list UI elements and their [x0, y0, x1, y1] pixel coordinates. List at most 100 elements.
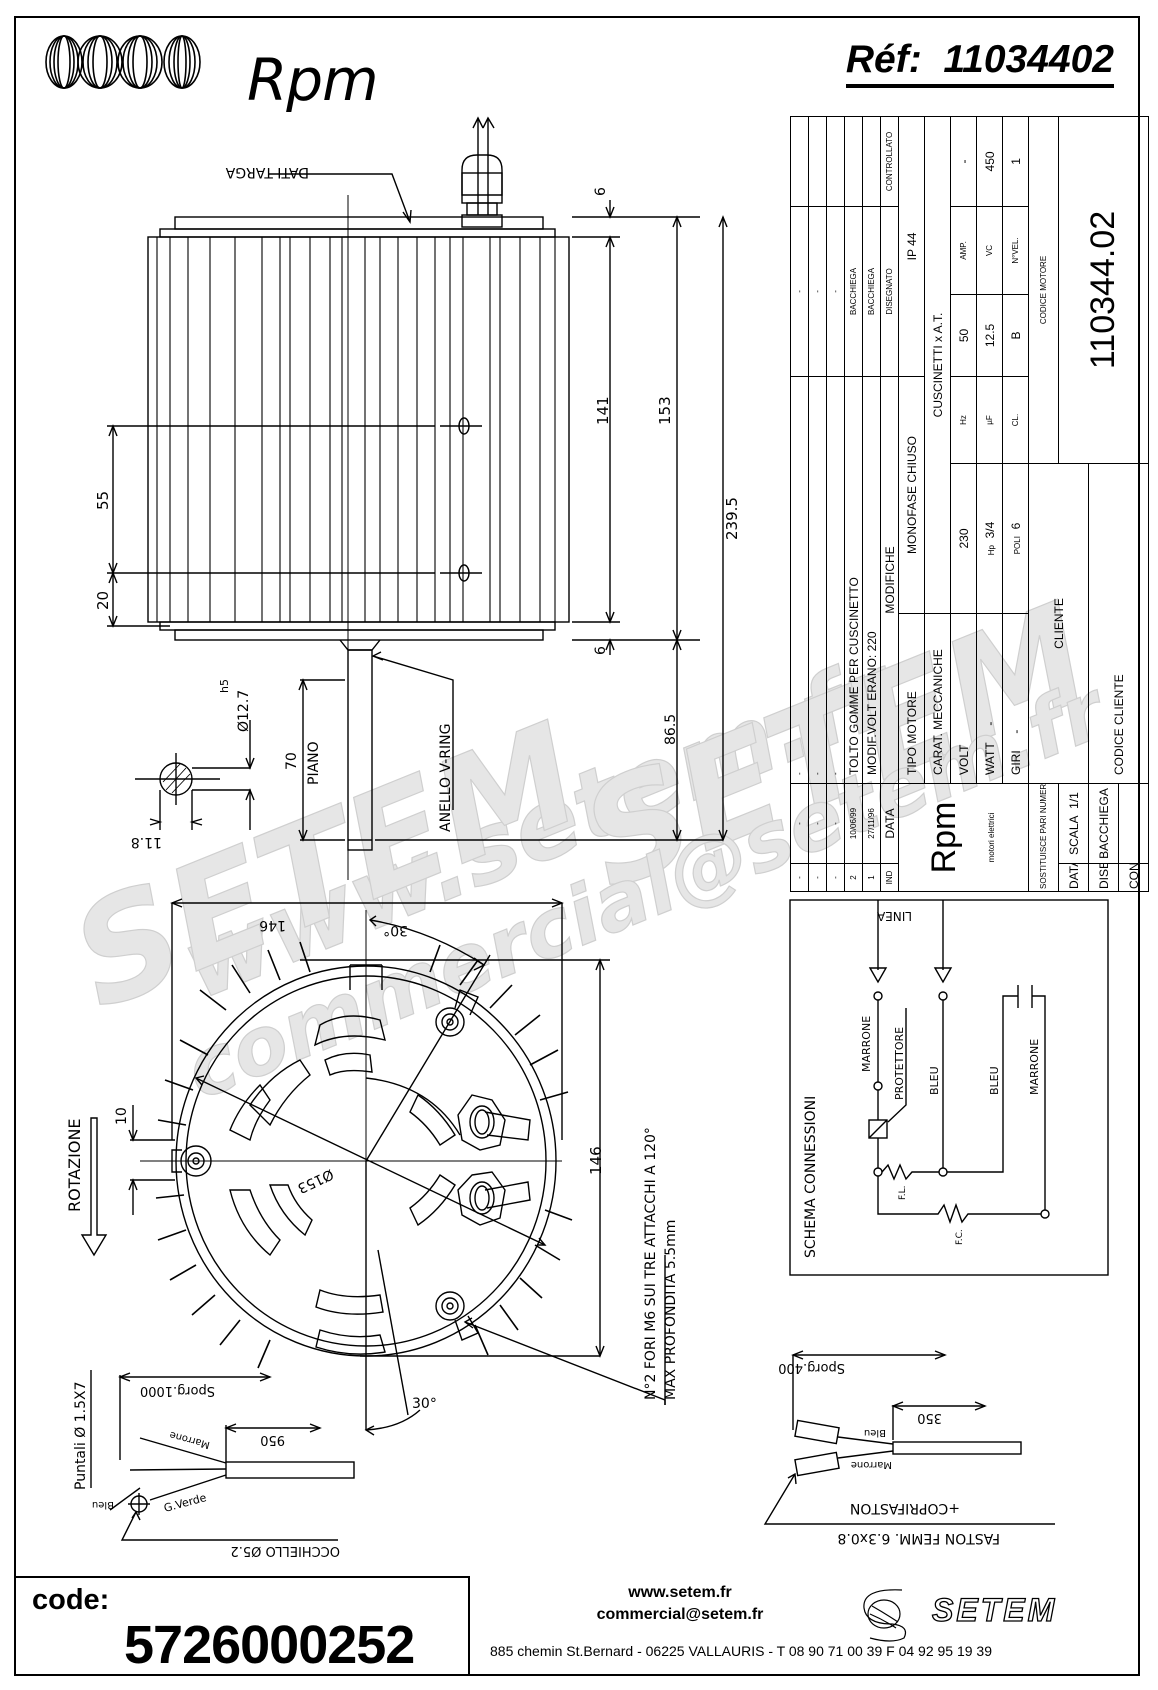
amp-label: AMP.: [950, 206, 977, 295]
protection-rating: IP 44: [898, 116, 925, 377]
mounting-note-2: MAX PROFONDITA 5.5mm: [663, 1220, 679, 1400]
hz-label: Hz: [950, 376, 977, 464]
rev-checked: [808, 116, 827, 207]
mechanical-label: CARAT. MECCANICHE: [924, 613, 951, 784]
cap-cable-overhang: Sporg.400: [778, 1360, 845, 1375]
cl-value: B: [1002, 294, 1029, 377]
capacitor-cable-diagram: [763, 1350, 1055, 1525]
rev-date: 27/11/96: [862, 783, 881, 864]
motor-type: MONOFASE CHIUSO: [898, 376, 925, 614]
eyelet-label: OCCHIELLO Ø5.2: [230, 1543, 340, 1558]
rev-drawn: -: [826, 206, 845, 377]
motor-type-label: TIPO MOTORE: [898, 613, 925, 784]
checked-by: [1118, 783, 1149, 864]
hz-value: 50: [950, 294, 977, 377]
amp-value: -: [950, 116, 977, 207]
cap-wire-brown: Marrone: [851, 1459, 892, 1470]
rev-header-desc: MODIFICHE: [880, 376, 899, 784]
winding-run: F.L.: [898, 1186, 908, 1200]
vc-label: VC: [976, 206, 1003, 295]
rev-checked: [862, 116, 881, 207]
code-label: code:: [32, 1584, 110, 1616]
line-label: LINEA: [876, 909, 912, 923]
uf-value: 12.5: [976, 294, 1003, 377]
motor-code: 110344.02: [1058, 116, 1149, 464]
protector-label: PROTETTORE: [893, 1027, 906, 1100]
volt-label: VOLT: [950, 613, 977, 784]
drawing-frame: [14, 16, 1140, 1676]
rev-desc: -: [808, 376, 827, 784]
scale-value: 1/1: [1066, 792, 1081, 809]
replaces-label: SOSTITUISCE PARI NUMERO DEL: [1039, 783, 1048, 890]
rev-ind: -: [808, 863, 827, 892]
cable-sheath-length: 950: [260, 1432, 285, 1447]
nvel-value: 1: [1002, 116, 1029, 207]
code-value: 5726000252: [124, 1615, 415, 1675]
volt-value: 230: [950, 463, 977, 614]
schematic-wire-blue-2: BLEU: [988, 1066, 1001, 1095]
giri-value: -: [1008, 729, 1023, 734]
title-logo-sub: motori elettrici: [986, 812, 996, 863]
setem-wordmark: SETEM: [931, 1591, 1058, 1628]
email-link[interactable]: commercial@setem.fr: [596, 1606, 764, 1623]
cap-wire-blue: Bleu: [864, 1427, 886, 1438]
rev-header-ind: IND: [880, 863, 899, 892]
schematic-wire-brown: MARRONE: [860, 1016, 873, 1072]
schematic-title: SCHEMA CONNESSIONI: [803, 1096, 819, 1258]
contact-info: www.setem.fr commercial@setem.fr: [480, 1582, 880, 1626]
dim-bottom-flange: 6: [593, 646, 609, 655]
title-logo-text: Rpm: [924, 801, 963, 874]
main-cable-diagram: [90, 1370, 355, 1541]
ref-label: Réf:: [845, 38, 922, 81]
rev-drawn: -: [790, 206, 809, 377]
brand-name: Rpm: [247, 46, 379, 114]
watt-cell: WATT -: [976, 613, 1003, 784]
mounting-note-1: N°2 FORI M6 SUI TRE ATTACCHI A 120°: [643, 1127, 659, 1400]
rev-checked: [790, 116, 809, 207]
rev-date: -: [790, 783, 809, 864]
cl-label: CL.: [1002, 376, 1029, 464]
scale-cell: SCALA 1/1: [1058, 783, 1089, 864]
nvel-label: N°VEL.: [1002, 206, 1029, 295]
mechanical-value: CUSCINETTI x A.T.: [924, 116, 951, 614]
reference-number: Réf: 11034402: [845, 38, 1114, 88]
drawn-by: BACCHIEGA: [1088, 783, 1119, 864]
date-label: DATA: [1066, 863, 1081, 890]
flat-width: 11.8: [131, 834, 162, 850]
motor-code-label: CODICE MOTORE: [1028, 116, 1059, 464]
poli-value: 6: [1008, 522, 1023, 530]
rev-desc: -: [826, 376, 845, 784]
rev-desc: -: [790, 376, 809, 784]
ref-value: 11034402: [943, 38, 1114, 81]
giri-cell: GIRI -: [1002, 613, 1029, 784]
cable-tips-label: Puntali Ø 1.5X7: [73, 1382, 89, 1490]
hp-value: 3/4: [982, 521, 997, 539]
schematic-wire-brown-2: MARRONE: [1028, 1039, 1041, 1095]
rpm-logo: Rpm: [42, 28, 379, 114]
schematic-wire-blue-1: BLEU: [928, 1066, 941, 1095]
website-link[interactable]: www.setem.fr: [628, 1584, 732, 1601]
cap-cable-sheath: 350: [917, 1410, 942, 1425]
faston-label: FASTON FEMM. 6.3x0.8: [838, 1530, 1001, 1546]
cable-wire-blue: Bleu: [92, 1499, 114, 1510]
hp-label: Hp: [986, 545, 996, 556]
rev-ind: 2: [844, 863, 863, 892]
cable-wire-brown: Marrone: [168, 1429, 211, 1450]
poli-cell: POLI 6: [1002, 463, 1029, 614]
dim-body: 141: [594, 396, 612, 425]
checked-label: CONTROLLATO: [1118, 863, 1149, 892]
rotation-label: ROTAZIONE: [65, 1118, 84, 1212]
rev-drawn: BACCHIEGA: [844, 206, 863, 377]
shaft-tolerance: h5: [218, 679, 231, 693]
rev-checked: [826, 116, 845, 207]
shaft-diameter: Ø12.7: [236, 690, 252, 732]
poli-label: POLI: [1012, 536, 1022, 555]
rev-checked: [844, 116, 863, 207]
watt-value: -: [982, 721, 997, 726]
product-code-box: code: 5726000252: [14, 1576, 470, 1676]
rpm-title-logo: Rpm motori elettrici: [898, 783, 1029, 892]
angle-bottom: 30°: [412, 1396, 437, 1412]
diameter-label: Ø153: [295, 1166, 336, 1196]
date-cell: DATA 27/11/96: [1058, 863, 1089, 892]
